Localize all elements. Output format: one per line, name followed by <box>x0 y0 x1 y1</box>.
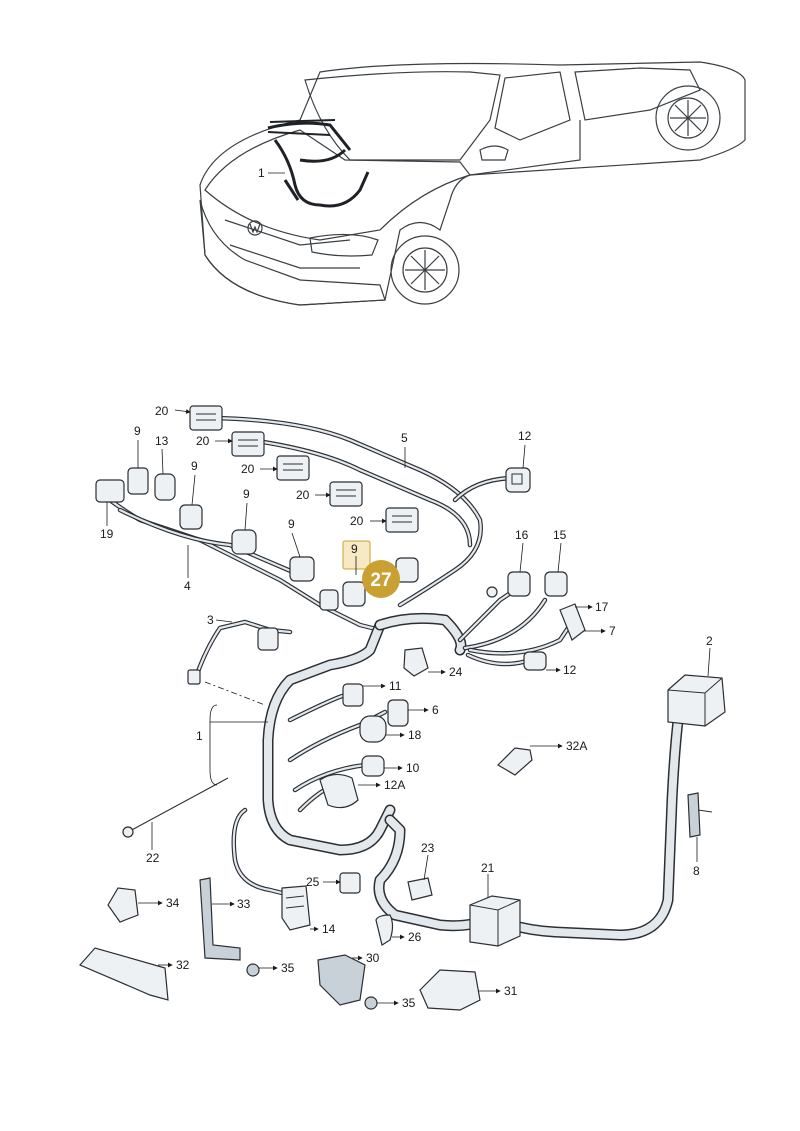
callout-13: 13 <box>155 434 169 448</box>
callout-14: 14 <box>322 922 336 936</box>
callout-31: 31 <box>504 984 518 998</box>
callout-27-badge <box>362 560 400 598</box>
callout-9a: 9 <box>134 424 141 438</box>
callout-23: 23 <box>421 841 435 855</box>
callout-1: 1 <box>196 729 203 743</box>
callout-27-ref: 9 <box>351 542 358 556</box>
callout-32: 32 <box>176 958 190 972</box>
callout-8: 8 <box>693 864 700 878</box>
callout-21: 21 <box>481 861 495 875</box>
callout-20c: 20 <box>241 462 255 476</box>
callout-20d: 20 <box>296 488 310 502</box>
callout-35b: 35 <box>402 996 416 1010</box>
callout-24: 24 <box>449 665 463 679</box>
callout-33: 33 <box>237 897 251 911</box>
callout-5: 5 <box>401 431 408 445</box>
callout-10: 10 <box>406 761 420 775</box>
car-illustration <box>199 61 746 306</box>
callout-20e: 20 <box>350 514 364 528</box>
callout-16: 16 <box>515 528 529 542</box>
callout-3: 3 <box>207 613 214 627</box>
callout-32A: 32A <box>566 739 587 753</box>
callout-20a: 20 <box>155 404 169 418</box>
callout-1-car: 1 <box>258 166 265 180</box>
callout-17: 17 <box>595 600 609 614</box>
callouts: 20 20 20 20 20 5 12 9 9 9 9 13 19 4 3 <box>100 404 713 1010</box>
callout-12-right: 12 <box>563 663 577 677</box>
callout-30: 30 <box>366 951 380 965</box>
callout-19: 19 <box>100 527 114 541</box>
callout-12-top: 12 <box>518 429 532 443</box>
callout-34: 34 <box>166 896 180 910</box>
callout-20b: 20 <box>196 434 210 448</box>
callout-22: 22 <box>146 851 160 865</box>
callout-4: 4 <box>184 579 191 593</box>
callout-26: 26 <box>408 930 422 944</box>
callout-6: 6 <box>432 703 439 717</box>
callout-27-label: 27 <box>370 570 391 591</box>
callout-9c: 9 <box>243 487 250 501</box>
callout-7: 7 <box>609 624 616 638</box>
callout-9b: 9 <box>191 459 198 473</box>
callout-18: 18 <box>408 728 422 742</box>
engine-harness <box>79 405 726 1011</box>
callout-12A: 12A <box>384 778 405 792</box>
callout-35a: 35 <box>281 961 295 975</box>
callout-11: 11 <box>389 679 402 693</box>
callout-15: 15 <box>553 528 567 542</box>
highlighted-part-27[interactable]: 9 27 <box>342 540 400 598</box>
callout-25: 25 <box>306 875 320 889</box>
callout-2: 2 <box>706 634 713 648</box>
callout-9d: 9 <box>288 517 295 531</box>
